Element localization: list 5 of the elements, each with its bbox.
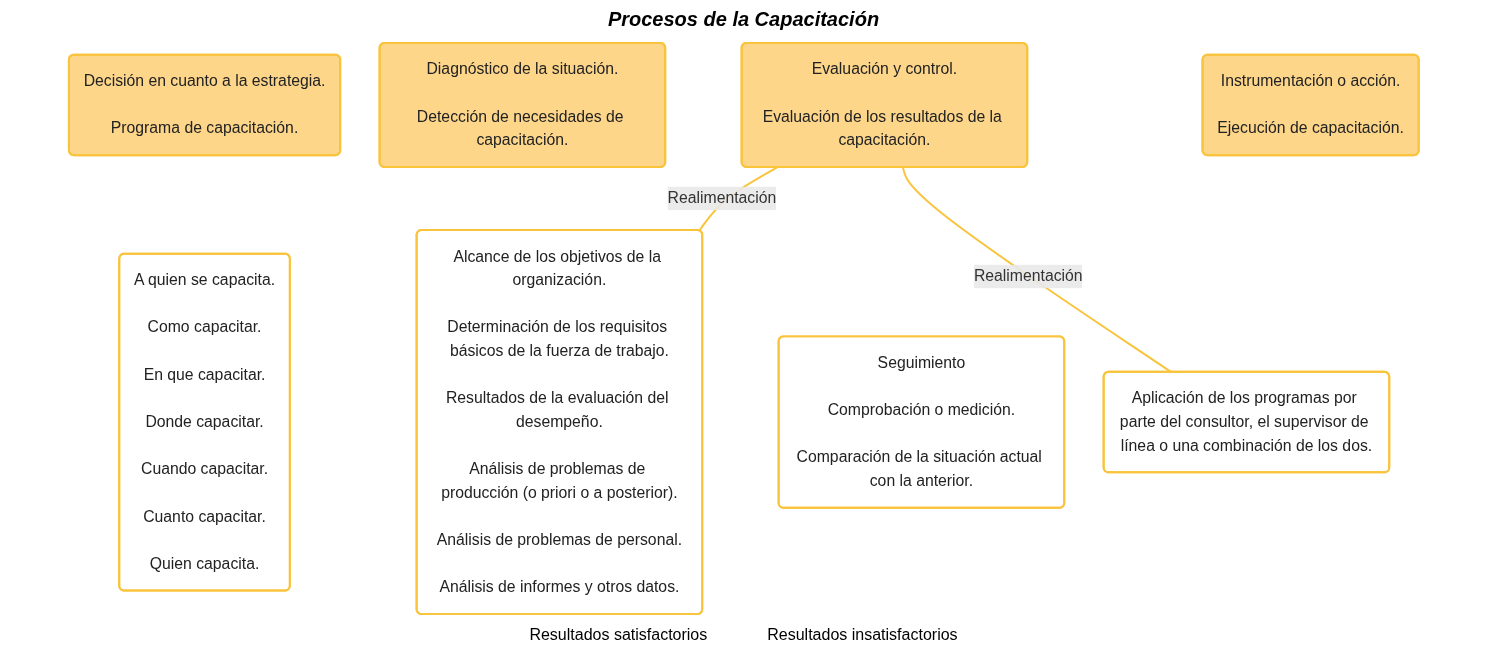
note-text: Resultados satisfactorios	[529, 626, 708, 644]
edge-label: Realimentación	[973, 267, 1083, 285]
note-text: Resultados insatisfactorios	[767, 626, 958, 644]
edge-label: Realimentación	[667, 189, 776, 207]
diagram-title: Procesos de la Capacitación	[607, 8, 880, 31]
